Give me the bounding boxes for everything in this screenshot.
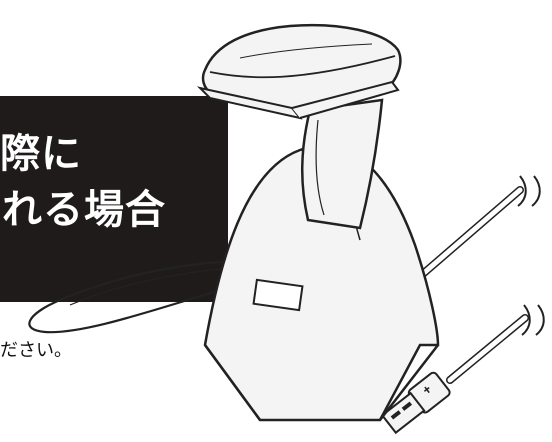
banner-line-2: れる場合 — [2, 187, 166, 233]
heading-banner — [0, 96, 228, 302]
scanner-handle — [300, 98, 384, 230]
usb-plug — [380, 371, 451, 435]
cradle-label-window — [252, 278, 304, 312]
banner-line-1: 際に — [0, 131, 82, 177]
instruction-text: ださい。 — [0, 340, 72, 361]
